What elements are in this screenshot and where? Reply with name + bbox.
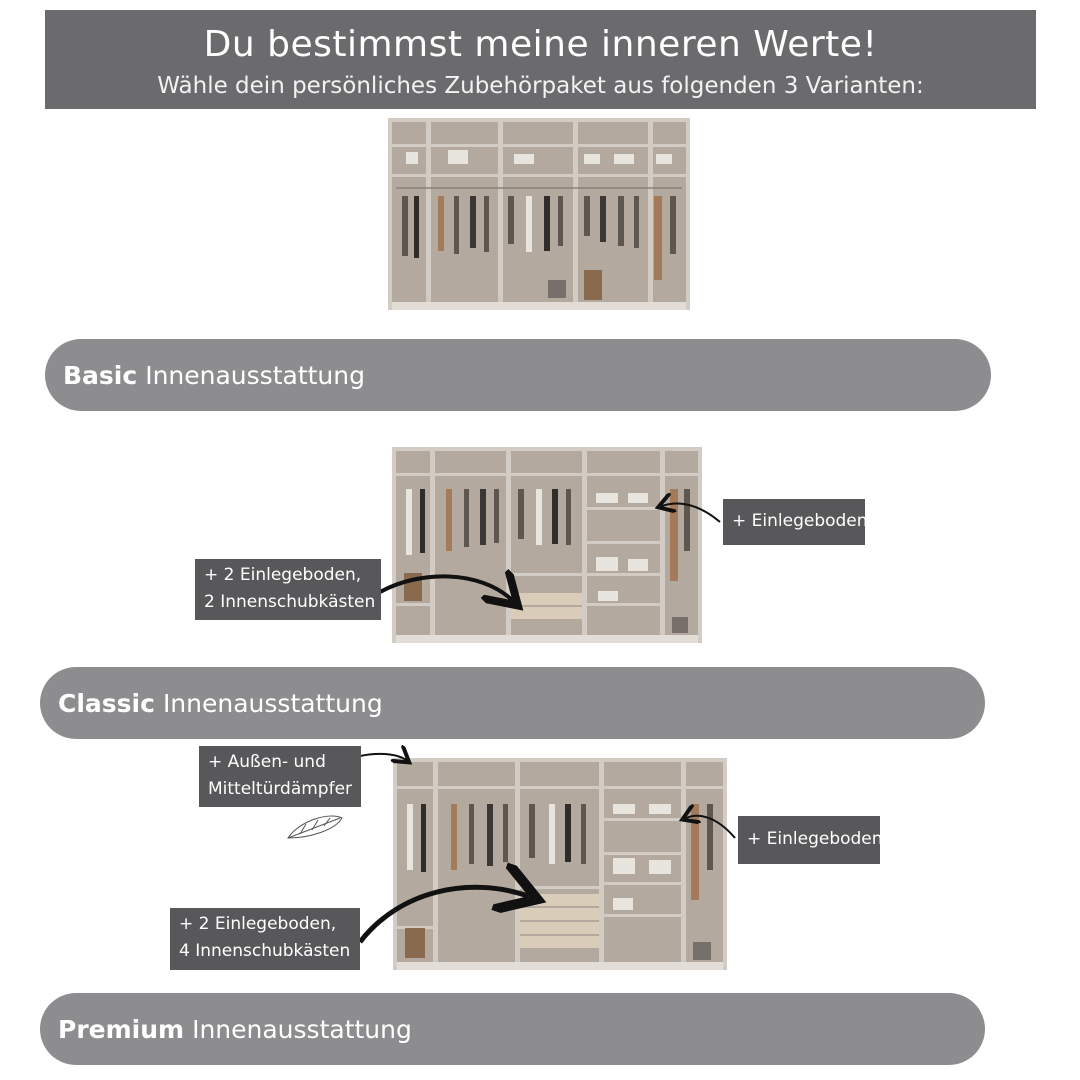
page-subtitle: Wähle dein persönliches Zubehörpaket aus… <box>157 73 924 99</box>
variant-classic-label: Innenausstattung <box>162 688 383 718</box>
feather-icon <box>287 815 343 839</box>
wardrobe-premium-image <box>393 758 727 970</box>
arrow-icon <box>359 754 406 760</box>
callout-text: 2 Innenschubkästen <box>204 592 376 612</box>
variant-basic-label: Innenausstattung <box>145 360 365 390</box>
callout-premium-left: + 2 Einlegeboden, 4 Innenschubkästen <box>170 908 360 970</box>
header-banner: Du bestimmst meine inneren Werte! Wähle … <box>45 10 1036 109</box>
callout-classic-right: + Einlegeboden <box>723 499 868 545</box>
callout-classic-left: + 2 Einlegeboden, 2 Innenschubkästen <box>195 559 381 620</box>
page-title: Du bestimmst meine inneren Werte! <box>203 24 878 65</box>
arrow-icon <box>358 887 528 944</box>
variant-basic-name: Basic <box>63 360 138 390</box>
callout-text: Mitteltürdämpfer <box>208 779 353 799</box>
variant-classic-pill: Classic Innenausstattung <box>40 667 985 739</box>
callout-text: + 2 Einlegeboden, <box>204 565 362 585</box>
arrow-icon <box>662 504 721 523</box>
callout-premium-right: + Einlegeboden <box>738 816 883 864</box>
callout-text: + Außen- und <box>208 752 326 772</box>
arrow-icon <box>379 576 512 600</box>
callout-text: + Einlegeboden <box>732 511 868 531</box>
wardrobe-basic-image <box>388 118 690 310</box>
wardrobe-classic-image <box>392 447 702 643</box>
variant-premium-name: Premium <box>58 1014 185 1044</box>
callout-text: + Einlegeboden <box>747 829 883 849</box>
callout-premium-top: + Außen- und Mitteltürdämpfer <box>199 746 361 807</box>
variant-basic-pill: Basic Innenausstattung <box>45 339 991 411</box>
callout-text: + 2 Einlegeboden, <box>179 914 337 934</box>
arrow-icon <box>686 816 736 839</box>
callout-text: 4 Innenschubkästen <box>179 941 351 961</box>
variant-premium-pill: Premium Innenausstattung <box>40 993 985 1065</box>
variant-premium-label: Innenausstattung <box>192 1014 412 1044</box>
variant-classic-name: Classic <box>58 688 155 718</box>
